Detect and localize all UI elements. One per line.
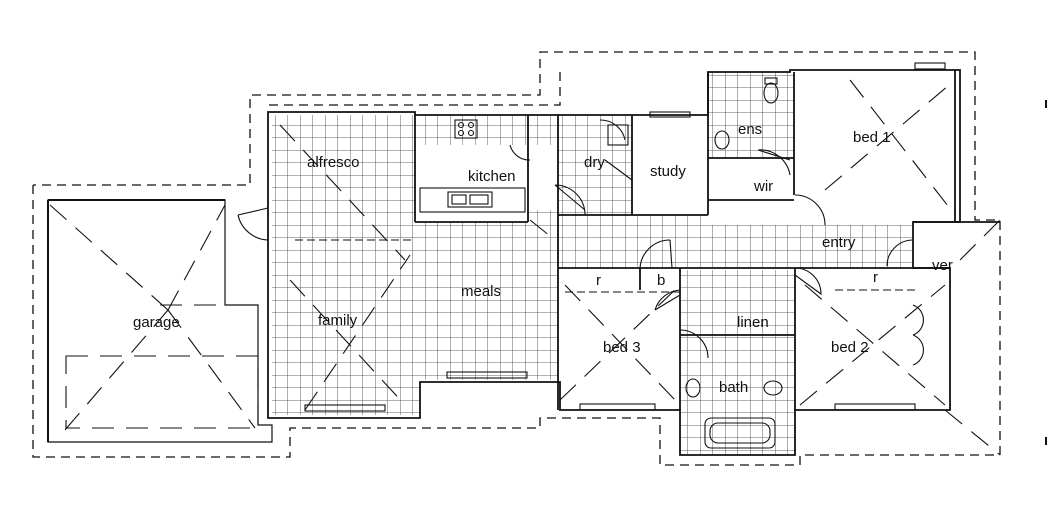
walls	[267, 69, 1000, 456]
bed2-window	[834, 403, 916, 411]
label-study: study	[650, 163, 686, 180]
label-robe-bed-3: r	[596, 272, 601, 289]
garage-roof-dashes	[49, 204, 259, 431]
study-window	[649, 111, 691, 118]
garage-roof	[47, 199, 273, 443]
tile-hall-entry	[558, 215, 912, 268]
bed1-window	[914, 62, 946, 70]
laundry-tub	[607, 124, 629, 146]
tile-kitchen	[415, 115, 560, 145]
label-b: b	[657, 272, 665, 289]
ens-toilet	[763, 82, 779, 104]
room-labels: alfresco kitchen dry study ens bed 1 wir…	[133, 121, 953, 396]
kitchen-bench	[419, 187, 526, 213]
tile-ens	[708, 72, 794, 158]
label-entry: entry	[822, 234, 856, 251]
kitchen-sink	[447, 191, 493, 208]
bath-basin	[685, 378, 701, 398]
tile-family-alfresco	[272, 115, 558, 415]
label-bed-2: bed 2	[831, 339, 869, 356]
tile-laundry	[680, 270, 795, 335]
bed3-window	[579, 403, 656, 411]
label-bed-3: bed 3	[603, 339, 641, 356]
bathtub	[704, 417, 776, 449]
robe-lines	[295, 239, 915, 293]
label-kitchen: kitchen	[468, 168, 516, 185]
label-robe-bed-2: r	[873, 269, 878, 286]
roof-outline	[32, 51, 1001, 466]
label-garage: garage	[133, 314, 180, 331]
tiled-floors	[272, 72, 912, 455]
label-bath: bath	[719, 379, 748, 396]
tile-dry	[558, 115, 632, 215]
label-alfresco: alfresco	[307, 154, 360, 171]
fixtures	[304, 62, 946, 449]
label-dry: dry	[584, 154, 605, 171]
bath-toilet	[763, 380, 783, 396]
meals-window	[446, 371, 528, 379]
label-meals: meals	[461, 283, 501, 300]
room-diagonals	[279, 79, 1001, 456]
label-family: family	[318, 312, 358, 329]
label-ens: ens	[738, 121, 762, 138]
label-ver: ver	[932, 257, 953, 274]
label-bed-1: bed 1	[853, 129, 891, 146]
label-linen: linen	[737, 314, 769, 331]
cooktop	[454, 119, 478, 139]
label-wir: wir	[753, 178, 773, 195]
ens-basin	[714, 130, 730, 150]
garage-door-track	[304, 404, 386, 412]
